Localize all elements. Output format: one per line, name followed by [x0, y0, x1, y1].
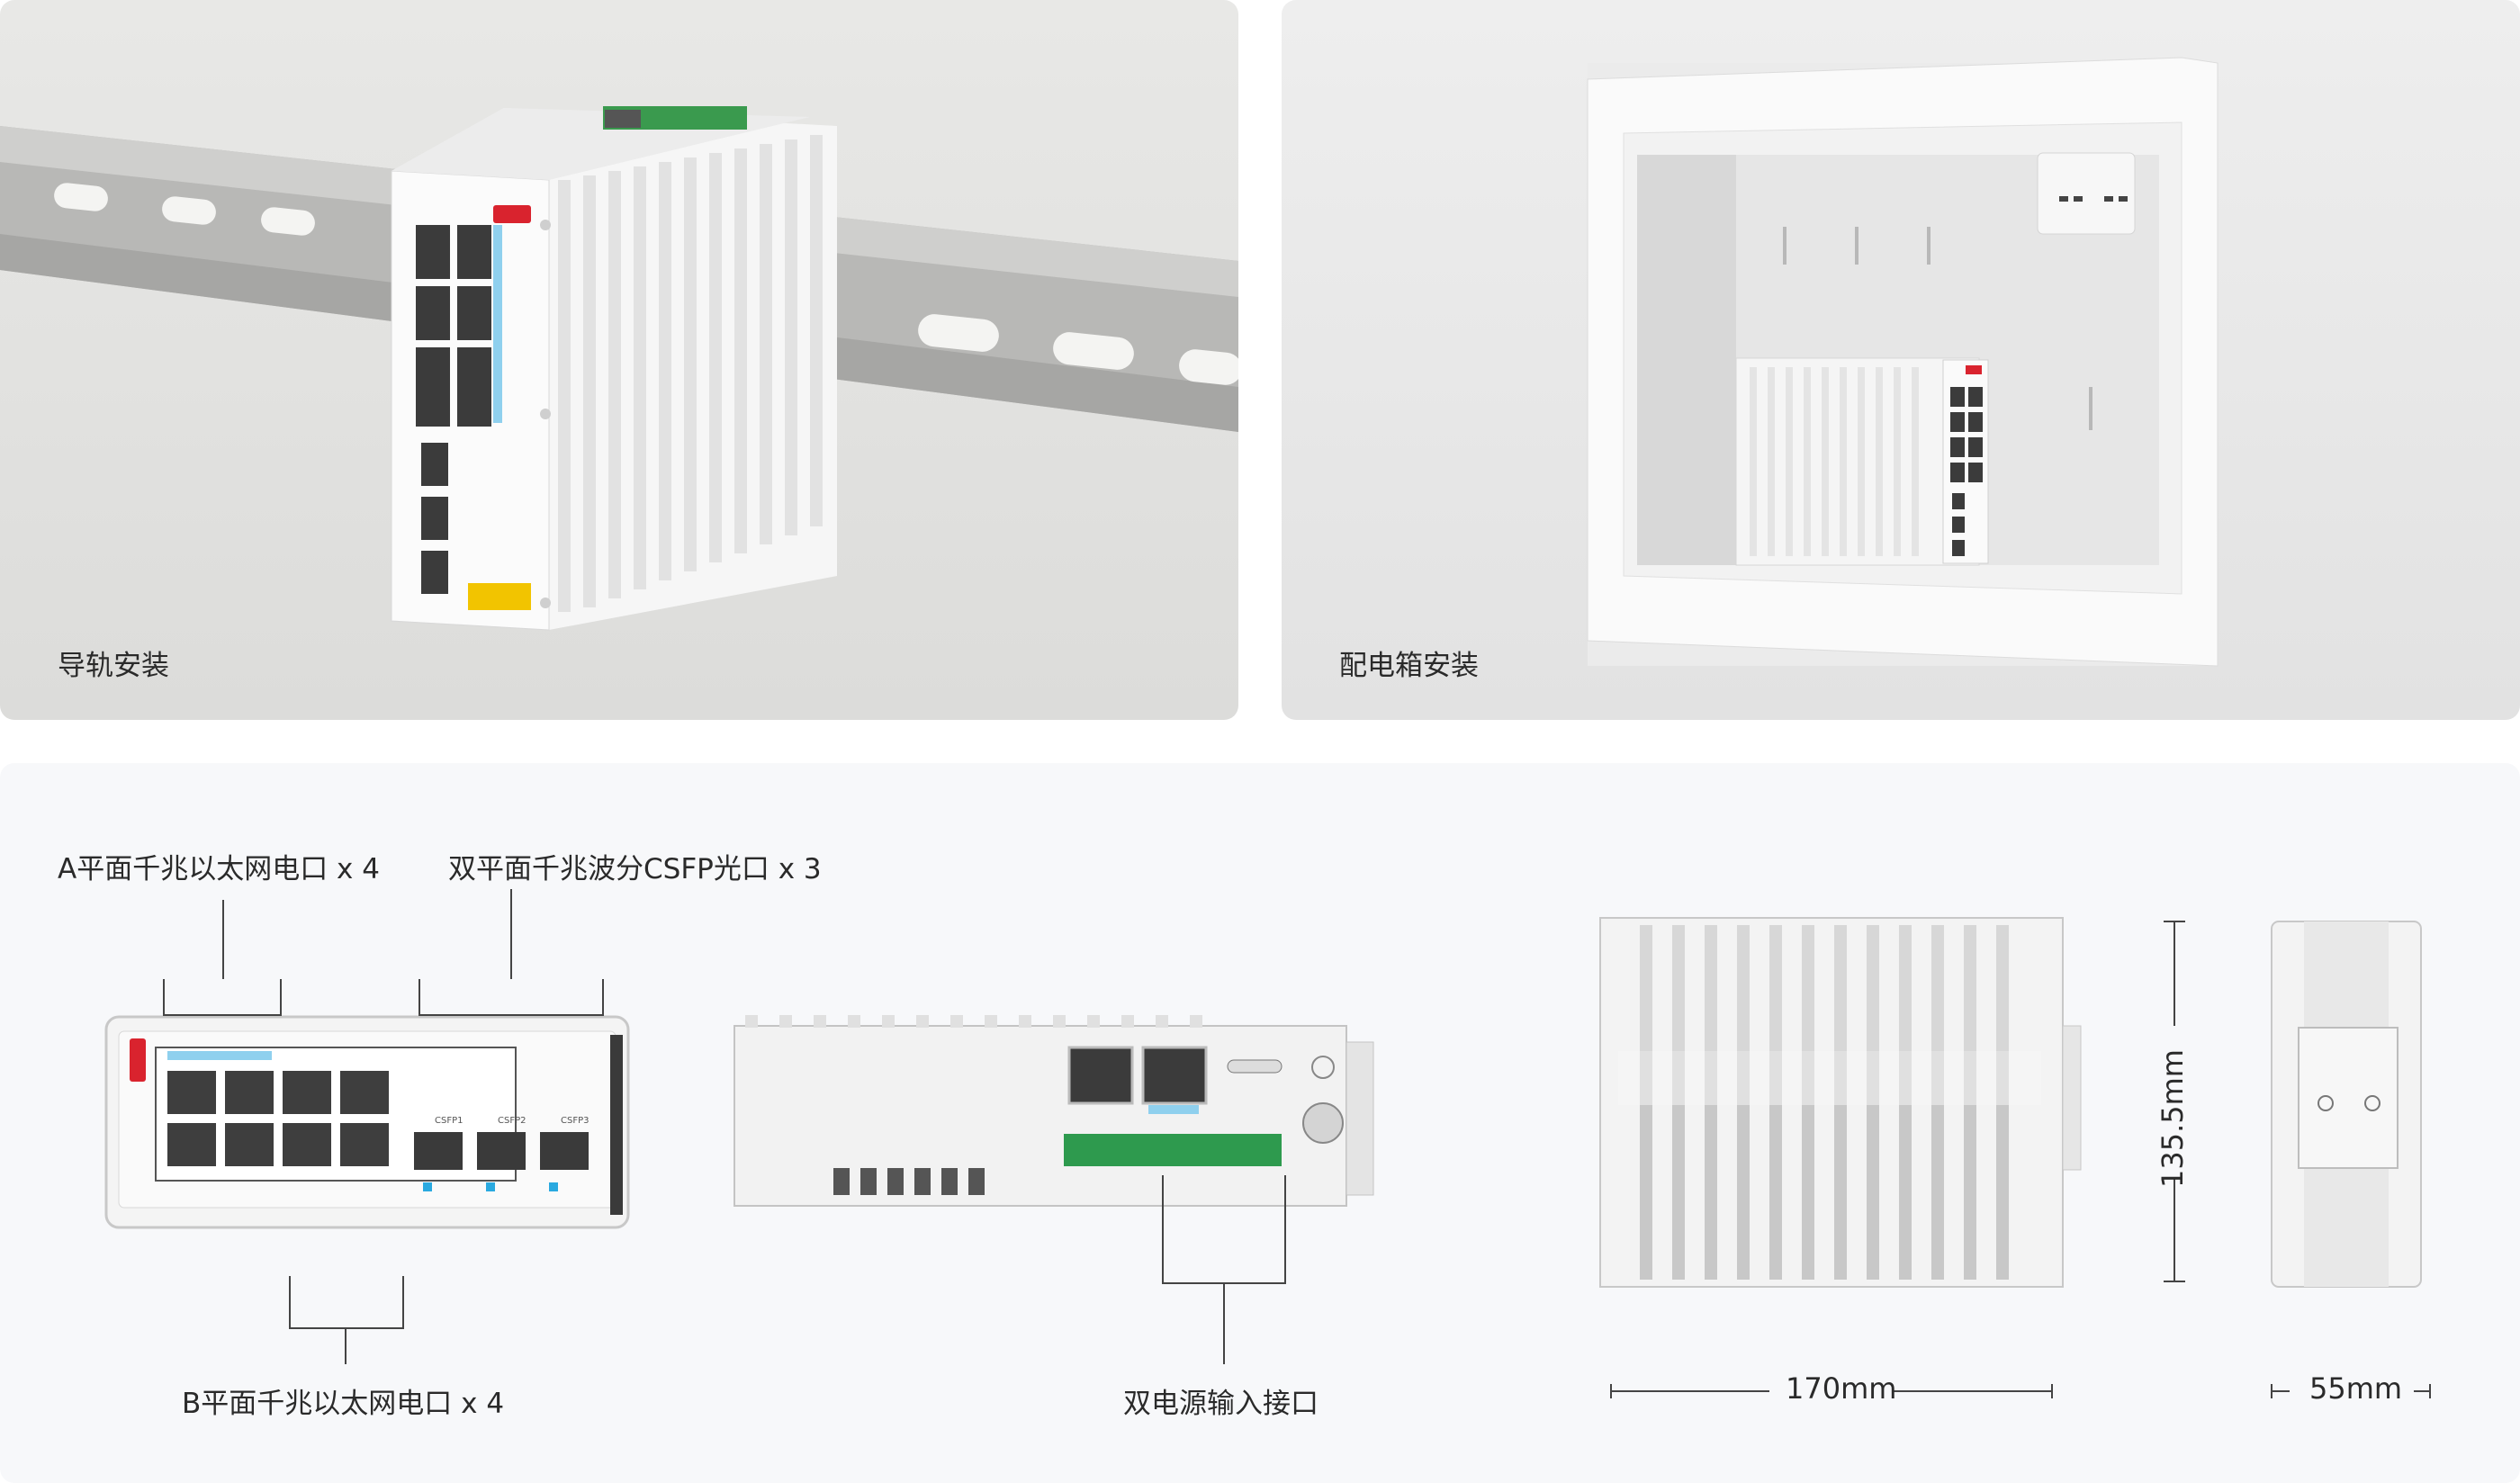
rail-mount-panel: 导轨安装 [0, 0, 1238, 720]
power-annotation-lines [1162, 1175, 1286, 1364]
side-view-illustration [1599, 917, 2082, 1288]
height-dimension-line [2164, 921, 2185, 1282]
rail-mount-caption: 导轨安装 [58, 650, 169, 682]
end-view-illustration [2271, 921, 2422, 1288]
depth-dimension-label: 55mm [2309, 1371, 2403, 1406]
box-mount-panel: 配电箱安装 [1282, 0, 2520, 720]
width-dimension-line [1610, 1384, 2053, 1398]
rail-mount-illustration [0, 106, 1238, 631]
box-mount-caption: 配电箱安装 [1339, 650, 1479, 682]
csfp-port-label: 双平面千兆波分CSFP光口 x 3 [448, 853, 822, 885]
top-view-illustration [734, 1015, 1374, 1207]
box-mount-illustration [1587, 57, 2218, 667]
product-views-panel: CSFP1 CSFP2 CSFP3 A平面千兆以太网电口 x 4 双平面千兆波分… [0, 763, 2520, 1483]
width-dimension-label: 170mm [1786, 1371, 1897, 1406]
power-input-label: 双电源输入接口 [1123, 1388, 1318, 1420]
csfp2-label: CSFP2 [498, 1116, 526, 1126]
b-plane-port-label: B平面千兆以太网电口 x 4 [182, 1388, 505, 1420]
a-plane-port-label: A平面千兆以太网电口 x 4 [58, 853, 380, 885]
front-view-illustration: CSFP1 CSFP2 CSFP3 [104, 1015, 630, 1229]
csfp3-label: CSFP3 [561, 1116, 589, 1126]
front-annotation-lines [163, 889, 604, 1364]
height-dimension-label: 135.5mm [2156, 1049, 2190, 1188]
depth-dimension-line [2271, 1384, 2431, 1398]
csfp1-label: CSFP1 [435, 1116, 463, 1126]
